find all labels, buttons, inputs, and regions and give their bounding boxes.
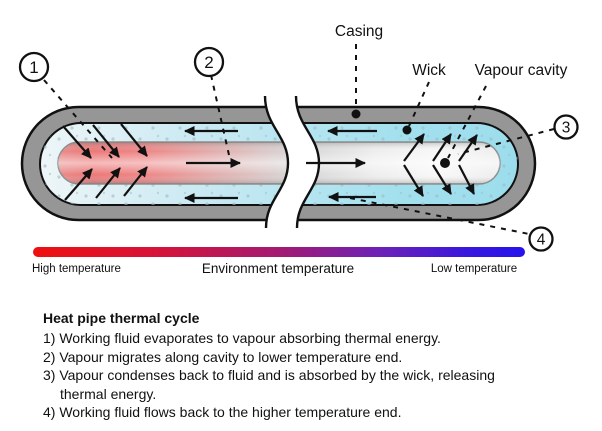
legend-block: Heat pipe thermal cycle 1) Working fluid… — [43, 309, 511, 422]
callout-1: 1 — [18, 51, 50, 83]
legend-item-1: 1) Working fluid evaporates to vapour ab… — [43, 330, 441, 346]
legend-item-4: 4) Working fluid flows back to the highe… — [43, 404, 402, 421]
callout-line-2 — [210, 74, 230, 156]
temperature-gradient-bar — [33, 247, 525, 257]
callout-3-number: 3 — [562, 120, 571, 137]
legend-title: Heat pipe thermal cycle — [43, 310, 200, 326]
evaporation-arrows — [62, 123, 148, 201]
legend-item-3: 3) Vapour condenses back to fluid and is… — [43, 367, 495, 402]
callout-2-number: 2 — [204, 53, 213, 72]
callout-1-number: 1 — [29, 58, 38, 77]
wick-leader-line — [408, 81, 430, 127]
callout-4-number: 4 — [537, 232, 546, 249]
wick-return-arrows — [184, 126, 377, 203]
vapour-cavity-leader-line — [447, 85, 487, 159]
legend-item-2: 2) Vapour migrates along cavity to lower… — [43, 348, 403, 365]
casing-label: Casing — [335, 23, 383, 40]
wick-label: Wick — [412, 62, 446, 79]
high-temperature-label: High temperature — [32, 263, 121, 275]
heat-pipe-diagram: 1 2 3 4 Casing Wick Vapour cavity High t… — [18, 23, 579, 276]
wick-point-dot — [402, 125, 412, 135]
casing-point-dot — [351, 109, 361, 119]
callout-line-4 — [349, 197, 530, 235]
environment-temperature-label: Environment temperature — [202, 261, 354, 276]
callout-2: 2 — [193, 46, 225, 78]
low-temperature-label: Low temperature — [431, 263, 517, 275]
vapour-cavity-point-dot — [440, 158, 450, 168]
condensation-arrows — [403, 133, 478, 197]
pipe-cavity-shading — [58, 142, 500, 184]
vapour-cavity-label: Vapour cavity — [475, 62, 568, 79]
callout-3: 3 — [553, 114, 579, 140]
callout-4: 4 — [528, 226, 554, 252]
